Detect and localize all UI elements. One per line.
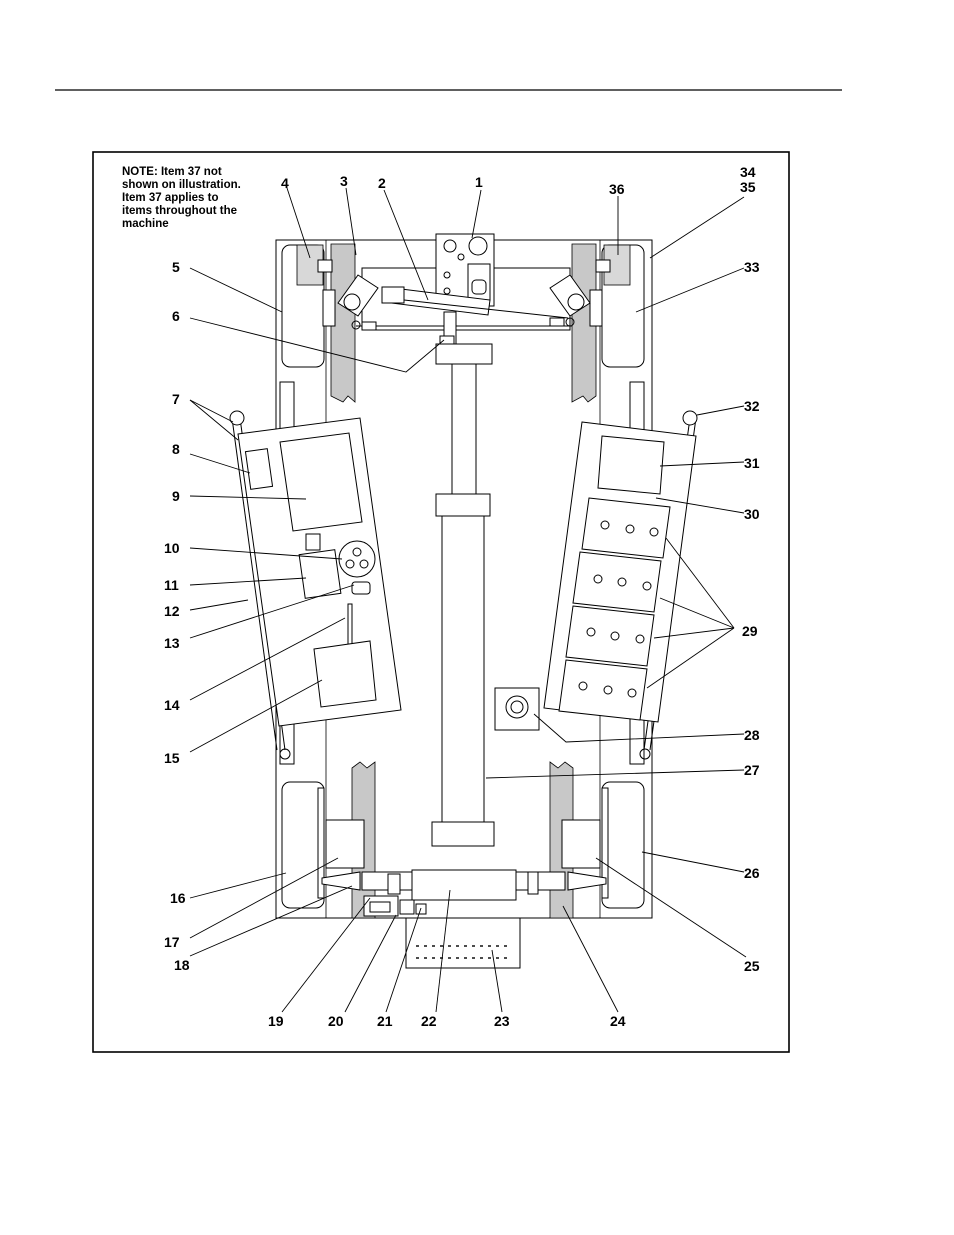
callout-32: 32 [744, 398, 760, 414]
note-line-1: NOTE: Item 37 not [122, 166, 222, 178]
callout-19: 19 [268, 1013, 284, 1029]
callout-3: 3 [340, 173, 348, 189]
callout-33: 33 [744, 259, 760, 275]
callout-24: 24 [610, 1013, 626, 1029]
callout-11: 11 [164, 577, 179, 593]
callout-22: 22 [421, 1013, 437, 1029]
callout-2: 2 [378, 175, 386, 191]
note-line-3: Item 37 applies to [122, 192, 219, 204]
note-line-5: machine [122, 218, 169, 230]
steering-assembly [338, 234, 590, 346]
callout-18: 18 [174, 957, 190, 973]
callout-4: 4 [281, 175, 289, 191]
callout-7: 7 [172, 391, 180, 407]
callout-12: 12 [164, 603, 180, 619]
callout-9: 9 [172, 488, 180, 504]
callout-6: 6 [172, 308, 180, 324]
hydraulic-cylinder [432, 344, 494, 846]
callout-30: 30 [744, 506, 760, 522]
callout-14: 14 [164, 697, 180, 713]
callout-17: 17 [164, 934, 180, 950]
callout-25: 25 [744, 958, 760, 974]
callout-21: 21 [377, 1013, 393, 1029]
callout-23: 23 [494, 1013, 510, 1029]
callout-26: 26 [744, 865, 760, 881]
note-line-2: shown on illustration. [122, 179, 241, 191]
callout-13: 13 [164, 635, 180, 651]
callout-16: 16 [170, 890, 186, 906]
callout-5: 5 [172, 259, 180, 275]
callout-34: 34 [740, 164, 756, 180]
callout-20: 20 [328, 1013, 344, 1029]
pump-box [495, 688, 539, 730]
callout-27: 27 [744, 762, 760, 778]
callout-28: 28 [744, 727, 760, 743]
callout-15: 15 [164, 750, 180, 766]
right-battery-panel [544, 422, 696, 722]
rear-axle-assembly [322, 870, 606, 968]
callout-35: 35 [740, 179, 756, 195]
callout-10: 10 [164, 540, 180, 556]
callout-29: 29 [742, 623, 758, 639]
callout-31: 31 [744, 455, 760, 471]
callout-8: 8 [172, 441, 180, 457]
note-line-4: items throughout the [122, 205, 237, 217]
callout-1: 1 [475, 174, 483, 190]
left-control-panel [238, 418, 401, 726]
item-37-note: NOTE: Item 37 not shown on illustration.… [122, 166, 241, 230]
callout-36: 36 [609, 181, 625, 197]
